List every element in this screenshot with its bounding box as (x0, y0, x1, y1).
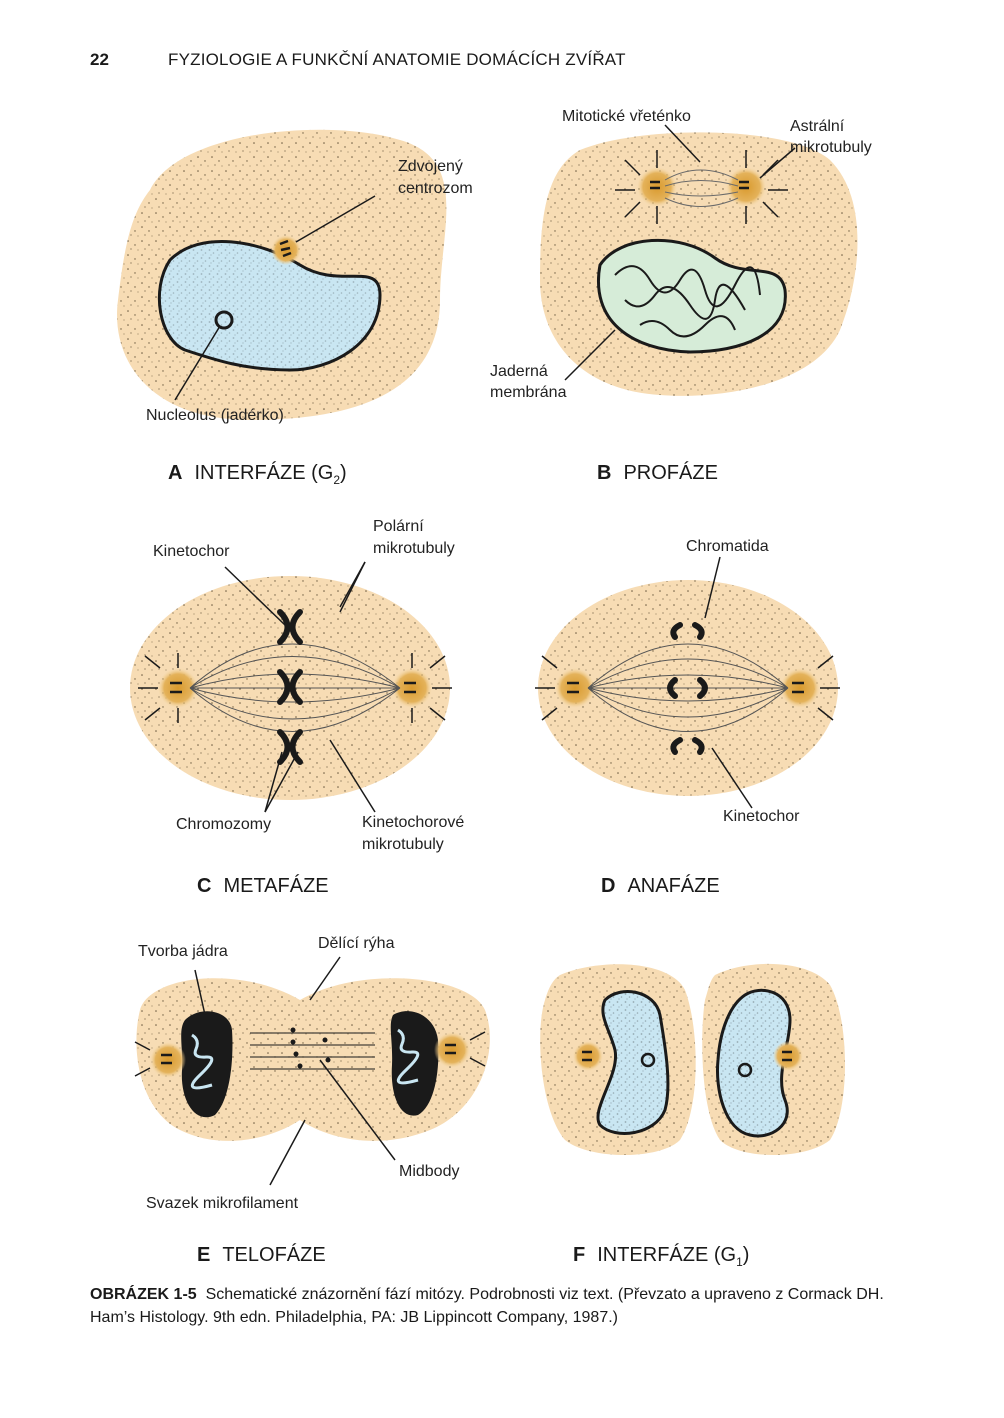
panel-e-title-text: TELOFÁZE (222, 1244, 326, 1266)
centrosome-f-left (573, 1041, 603, 1071)
panel-f-letter: F (573, 1244, 586, 1266)
centrosome-f-right (773, 1041, 803, 1071)
centrosome-c-left (158, 668, 198, 708)
centrosome-c-right (392, 668, 432, 708)
panel-d-title: D ANAFÁZE (601, 875, 720, 898)
panel-f-cells (540, 963, 845, 1155)
label-midbody: Midbody (399, 1163, 460, 1180)
panel-d-title-text: ANAFÁZE (627, 875, 720, 897)
label-membrane-line1: Jaderná (490, 363, 548, 380)
label-centrosome-line2: centrozom (398, 180, 473, 197)
label-furrow: Dělící rýha (318, 935, 395, 952)
label-centrosome-line1: Zdvojený (398, 158, 463, 175)
panel-b-title-text: PROFÁZE (623, 462, 718, 484)
panel-c-title: C METAFÁZE (197, 875, 329, 898)
panel-b-title: B PROFÁZE (597, 462, 718, 485)
panel-d-cell (535, 556, 840, 809)
label-kmt-line1: Kinetochorové (362, 814, 465, 831)
panel-a-title-end: ) (340, 462, 347, 484)
panel-a-title-sub: 2 (333, 473, 341, 487)
panel-f-title: F INTERFÁZE (G1) (573, 1244, 749, 1269)
panel-c-letter: C (197, 875, 212, 897)
page-number: 22 (90, 50, 109, 69)
panel-f-title-end: ) (742, 1244, 750, 1266)
label-kinetochore-c: Kinetochor (153, 543, 230, 560)
label-kinetochore-d: Kinetochor (723, 808, 800, 825)
panel-a-title-text: INTERFÁZE (G (194, 462, 334, 484)
figure-caption: OBRÁZEK 1-5 Schematické znázornění fází … (90, 1283, 930, 1329)
centrosome-e-right (434, 1032, 470, 1068)
panel-e-title: E TELOFÁZE (197, 1244, 326, 1267)
panel-a-cell (117, 129, 447, 420)
panel-d-letter: D (601, 875, 616, 897)
caption-text: Schematické znázornění fází mitózy. Podr… (90, 1286, 884, 1326)
centrosome-e-left (150, 1042, 186, 1078)
label-nucleolus: Nucleolus (jadérko) (146, 407, 284, 424)
label-chromatid: Chromatida (686, 538, 769, 555)
centrosome-d-right (780, 668, 820, 708)
panel-f-title-sub: 1 (736, 1255, 743, 1269)
label-polar-line2: mikrotubuly (373, 540, 455, 557)
panel-b-cell (540, 124, 858, 396)
label-kmt-line2: mikrotubuly (362, 836, 444, 853)
caption-label: OBRÁZEK 1-5 (90, 1286, 197, 1303)
panel-c-cell (130, 561, 452, 813)
chromosomes-c (277, 609, 303, 765)
label-astral-line1: Astrální (790, 118, 845, 135)
panel-e-cell (134, 956, 490, 1186)
centrosome-d-left (555, 668, 595, 708)
label-spindle: Mitotické vřeténko (562, 108, 691, 125)
label-polar-line1: Polární (373, 518, 424, 535)
running-header: FYZIOLOGIE A FUNKČNÍ ANATOMIE DOMÁCÍCH Z… (168, 50, 626, 69)
panel-c-title-text: METAFÁZE (223, 875, 329, 897)
label-membrane-line2: membrána (490, 384, 567, 401)
label-astral-line2: mikrotubuly (790, 139, 872, 156)
chromatids-d (667, 622, 708, 755)
label-nucleus-forming: Tvorba jádra (138, 943, 228, 960)
panel-b-letter: B (597, 462, 612, 484)
panel-a-title: A INTERFÁZE (G2) (168, 462, 347, 487)
panel-e-letter: E (197, 1244, 211, 1266)
panel-f-title-text: INTERFÁZE (G (597, 1244, 737, 1266)
midbody-dots (290, 1027, 331, 1069)
panel-a-letter: A (168, 462, 183, 484)
label-microfilament: Svazek mikrofilament (146, 1195, 299, 1212)
nucleolus-a (214, 310, 234, 330)
label-chromosomes: Chromozomy (176, 816, 272, 833)
